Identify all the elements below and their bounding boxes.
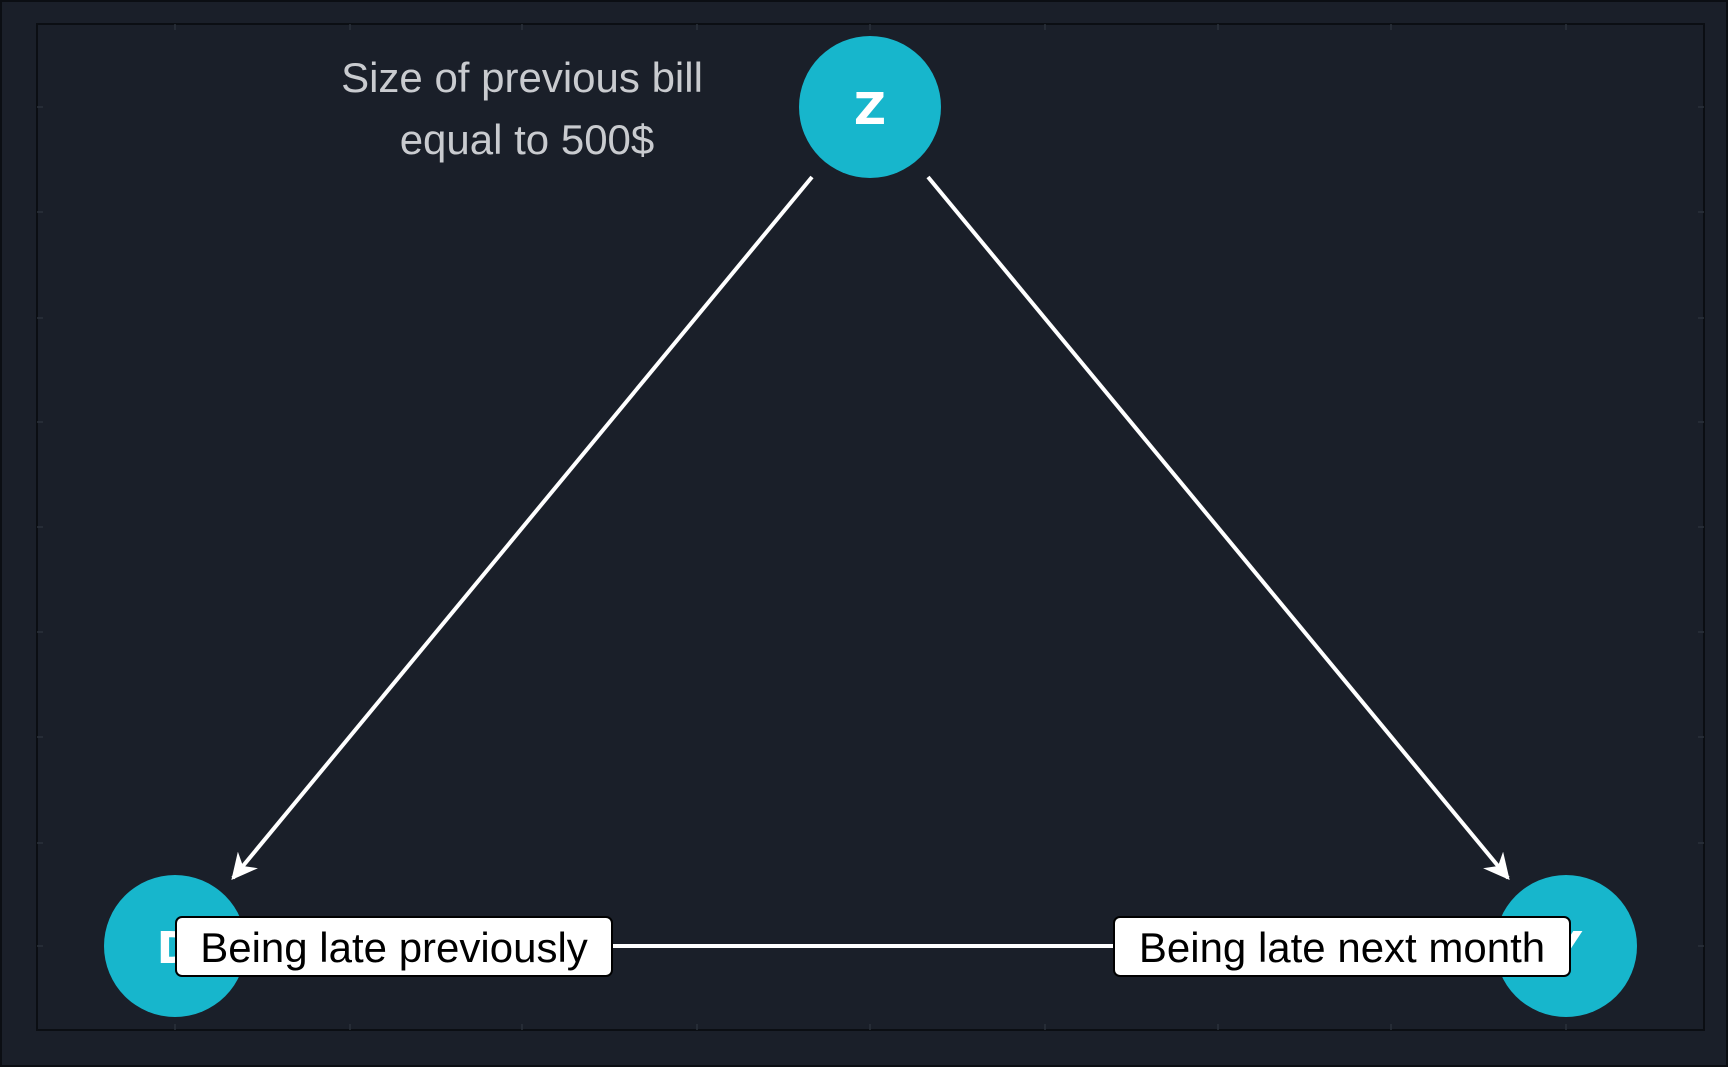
label-y: Being late next month — [1113, 916, 1571, 977]
node-z-label: Z — [854, 84, 886, 135]
label-y-box — [1113, 916, 1571, 977]
plot-panel — [36, 23, 1705, 1031]
label-d-box — [175, 916, 613, 977]
node-z-circle — [799, 36, 941, 178]
label-d: Being late previously — [175, 916, 613, 977]
label-d-text: Being late previously — [200, 924, 588, 971]
edge-z-to-y — [926, 175, 1510, 881]
label-y-text: Being late next month — [1139, 924, 1545, 971]
panel-ticks — [37, 24, 1704, 1030]
annotation-line-2: equal to 500$ — [400, 116, 655, 163]
annotation: Size of previous bill equal to 500$ — [341, 54, 703, 163]
node-z: Z — [799, 36, 941, 178]
edge-z-to-d — [231, 175, 814, 881]
annotation-line-1: Size of previous bill — [341, 54, 703, 101]
